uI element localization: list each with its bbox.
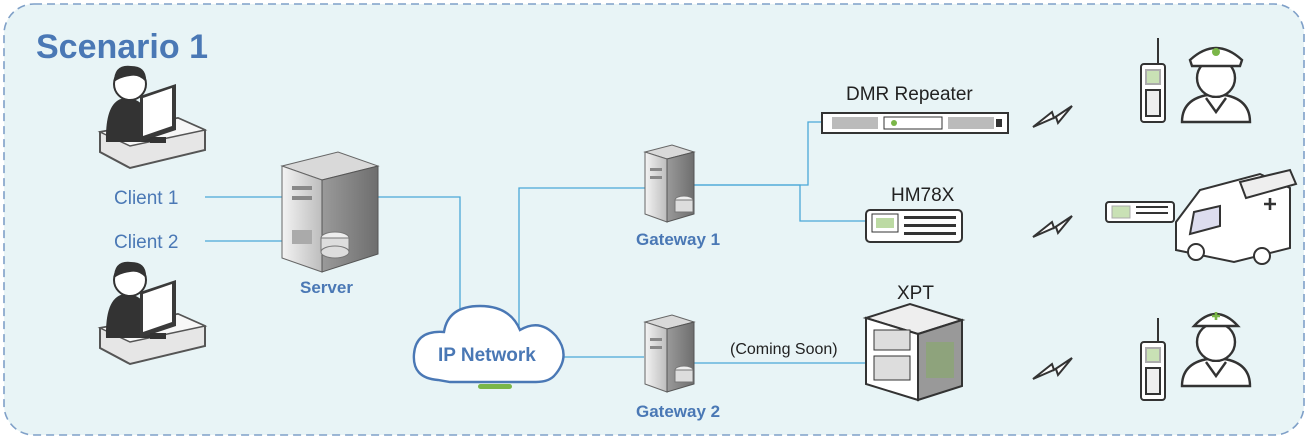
connection-lines [205,121,870,364]
coming-soon-note: (Coming Soon) [730,341,838,358]
hm78x-label: HM78X [891,185,955,206]
link-gateway1-hm78x [690,184,866,222]
server-tower-icon [280,151,380,273]
link-server-network [378,196,461,338]
xpt-label: XPT [897,283,934,304]
vehicle-radio-icon [1105,201,1175,223]
wireless-signal-icon [1032,105,1073,128]
ip-network-label: IP Network [438,345,536,366]
scenario-panel [3,3,1305,436]
wireless-signal-icon [1032,215,1073,238]
gateway-2-label: Gateway 2 [636,402,721,421]
police-officer-icon [1180,46,1252,124]
ip-network-cloud-icon [412,304,565,389]
client-1-operator-icon [97,65,208,170]
handheld-radio-icon [1140,318,1166,401]
server-label: Server [300,278,353,297]
xpt-cabinet-icon [862,302,966,402]
diagram-title: Scenario 1 [36,28,208,66]
nurse-icon [1180,312,1252,388]
gateway-2-server-icon [643,314,696,393]
client-1-label: Client 1 [114,188,179,209]
handheld-radio-icon [1140,38,1166,123]
link-network-gateway1 [518,187,645,330]
dmr-repeater-label: DMR Repeater [846,84,973,105]
hm78x-radio-icon [865,209,963,243]
gateway-1-label: Gateway 1 [636,230,721,249]
gateway-1-server-icon [643,144,696,223]
client-2-operator-icon [97,261,208,366]
wireless-signal-icon [1032,357,1073,380]
client-2-label: Client 2 [114,232,179,253]
dmr-repeater-icon [821,112,1009,134]
ambulance-icon [1175,168,1298,265]
